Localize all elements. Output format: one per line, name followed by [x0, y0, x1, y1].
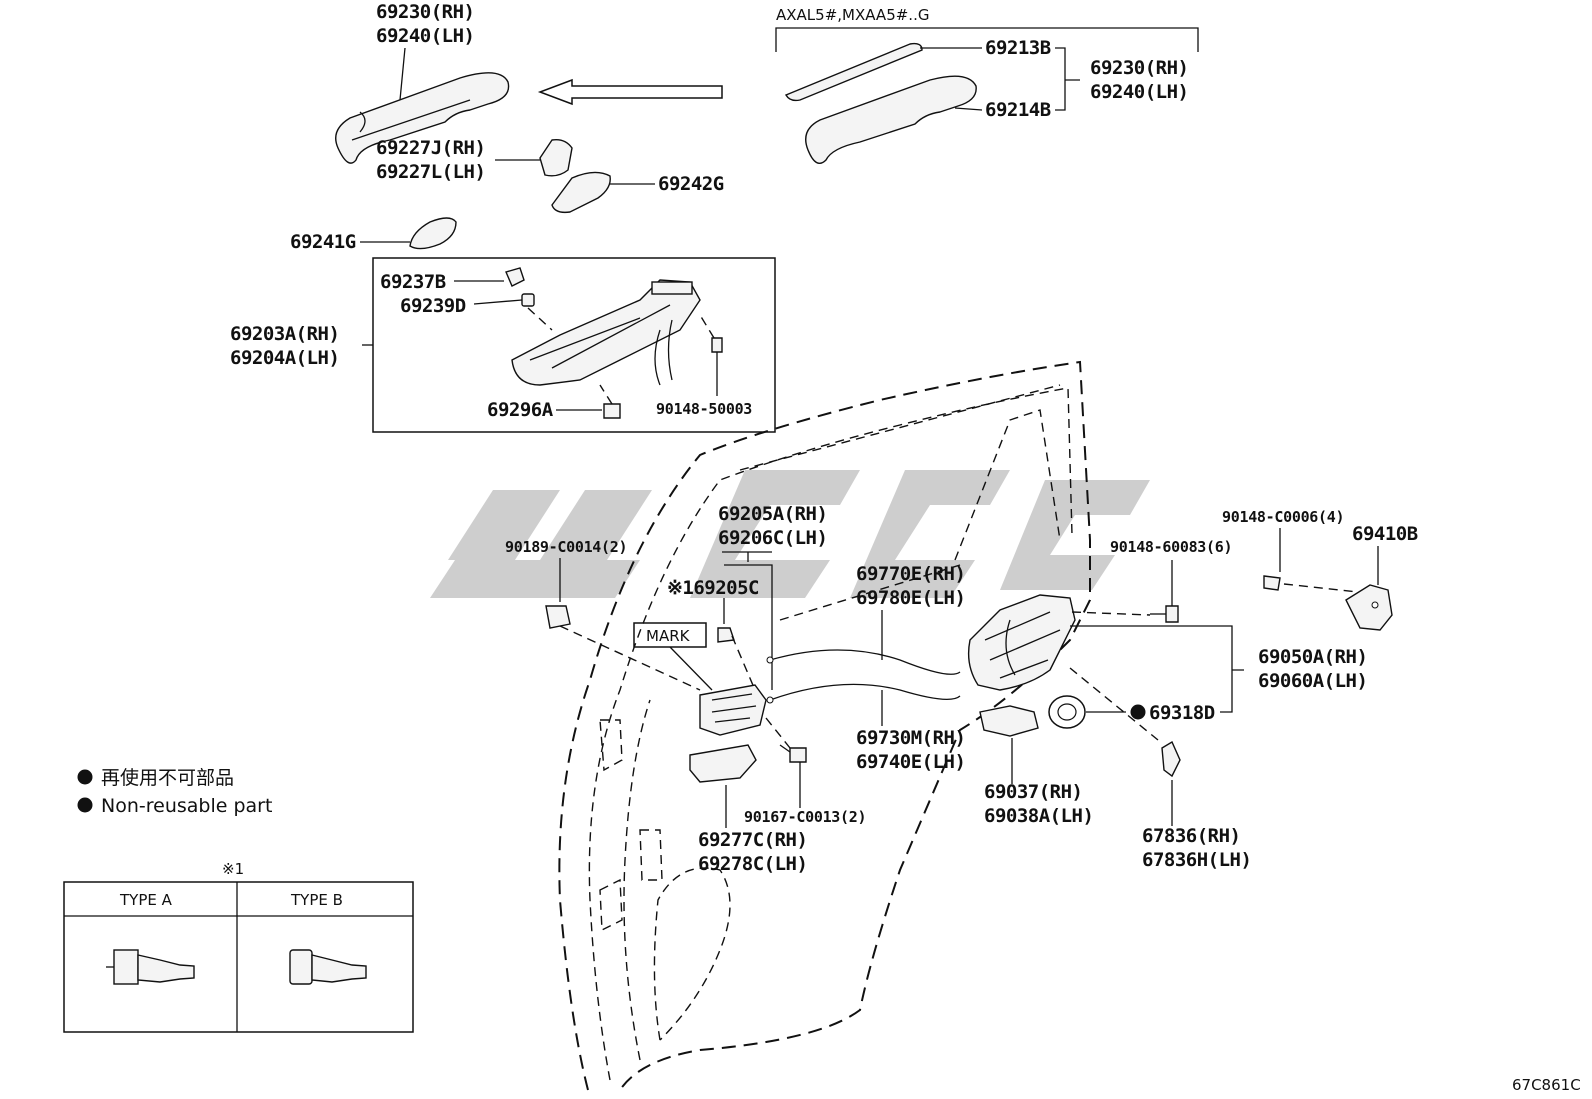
- label-69205a-rh: 69205A(RH): [718, 503, 827, 525]
- label-69278c-lh: 69278C(LH): [698, 853, 807, 875]
- label-90148-c0006: 90148-C0006(4): [1222, 508, 1344, 526]
- handle-bezel: [689, 744, 757, 783]
- legend-jp: 再使用不可部品: [101, 767, 234, 789]
- type-b-header: TYPE B: [290, 891, 343, 909]
- label-69227l-lh: 69227L(LH): [376, 161, 485, 183]
- handle-gasket-front: [551, 171, 611, 214]
- diagram-code: 67C861C: [1512, 1076, 1581, 1094]
- grommet-ring: [1048, 695, 1086, 729]
- door-lock-assembly: [967, 594, 1076, 691]
- clip-69237b: [505, 267, 525, 287]
- handle-frame: [511, 279, 701, 386]
- label-69241g: 69241G: [290, 231, 356, 253]
- outside-handle-upper: [335, 72, 510, 164]
- screw-90148-50003: [699, 314, 723, 353]
- label-69410b: 69410B: [1352, 523, 1418, 545]
- handle-gasket-rear: [409, 217, 457, 250]
- screw-90167: [779, 744, 807, 763]
- bolt-69296a: [599, 384, 621, 419]
- label-69206c-lh: 69206C(LH): [718, 527, 827, 549]
- lock-cable: [766, 649, 961, 675]
- open-cable: [766, 683, 961, 704]
- type-a-header: TYPE A: [119, 891, 173, 909]
- inside-handle: [699, 684, 767, 736]
- label-69730m-rh: 69730M(RH): [856, 727, 965, 749]
- label-69239d: 69239D: [400, 295, 466, 317]
- screw-90148-c0006: [1263, 575, 1281, 591]
- legend-bullet-en: [77, 797, 93, 813]
- type-a-bushing-icon: [106, 949, 195, 985]
- label-69204a-lh: 69204A(LH): [230, 347, 339, 369]
- label-67836-rh: 67836(RH): [1142, 825, 1240, 847]
- label-90189-c0014: 90189-C0014(2): [505, 538, 627, 556]
- striker-69410b: [1345, 584, 1393, 631]
- label-69240-lh: 69240(LH): [376, 25, 474, 47]
- rear-door-outline: [558, 360, 1091, 1091]
- label-69205c: ※169205C: [667, 577, 759, 599]
- label-69242g: 69242G: [658, 173, 724, 195]
- label-69050a-rh: 69050A(RH): [1258, 646, 1367, 668]
- outside-handle-variant: [784, 42, 977, 164]
- variant-note: AXAL5#,MXAA5#..G: [776, 6, 929, 24]
- handle-cap: [539, 138, 573, 177]
- label-90167-c0013: 90167-C0013(2): [744, 808, 866, 826]
- clip-90189: [545, 605, 571, 629]
- screw-90148-60083: [1150, 605, 1179, 623]
- label-67836h-lh: 67836H(LH): [1142, 849, 1251, 871]
- label-69213b: 69213B: [985, 37, 1051, 59]
- lock-cover-69037: [979, 705, 1039, 737]
- label-69038a-lh: 69038A(LH): [984, 805, 1093, 827]
- bushing-69205c: [717, 627, 735, 643]
- label-69214b: 69214B: [985, 99, 1051, 121]
- label-69203a-rh: 69203A(RH): [230, 323, 339, 345]
- label-69780e-lh: 69780E(LH): [856, 587, 965, 609]
- label-69296a: 69296A: [487, 399, 554, 421]
- label-69227j-rh: 69227J(RH): [376, 137, 485, 159]
- label-69037-rh: 69037(RH): [984, 781, 1082, 803]
- label-69060a-lh: 69060A(LH): [1258, 670, 1367, 692]
- label-69237b: 69237B: [380, 271, 446, 293]
- watermark-logo: [430, 470, 1150, 598]
- label-69770e-rh: 69770E(RH): [856, 563, 965, 585]
- mark-label: MARK: [646, 627, 691, 645]
- label-69740e-lh: 69740E(LH): [856, 751, 965, 773]
- label-90148-50003: 90148-50003: [656, 400, 752, 418]
- lock-seal-67836: [1161, 740, 1181, 778]
- legend-en: Non-reusable part: [101, 795, 272, 817]
- legend-bullet-jp: [77, 769, 93, 785]
- label-69240-lh-variant: 69240(LH): [1090, 81, 1188, 103]
- label-69318d: 69318D: [1149, 702, 1215, 724]
- direction-arrow: [537, 78, 723, 106]
- label-69277c-rh: 69277C(RH): [698, 829, 807, 851]
- label-69230-rh: 69230(RH): [376, 1, 474, 23]
- type-table-note: ※1: [222, 860, 244, 878]
- non-reusable-marker: [1130, 704, 1146, 720]
- pad-69239d: [521, 293, 535, 307]
- label-90148-60083: 90148-60083(6): [1110, 538, 1232, 556]
- type-b-bushing-icon: [289, 949, 367, 985]
- type-table: [63, 881, 414, 1033]
- label-69230-rh-variant: 69230(RH): [1090, 57, 1188, 79]
